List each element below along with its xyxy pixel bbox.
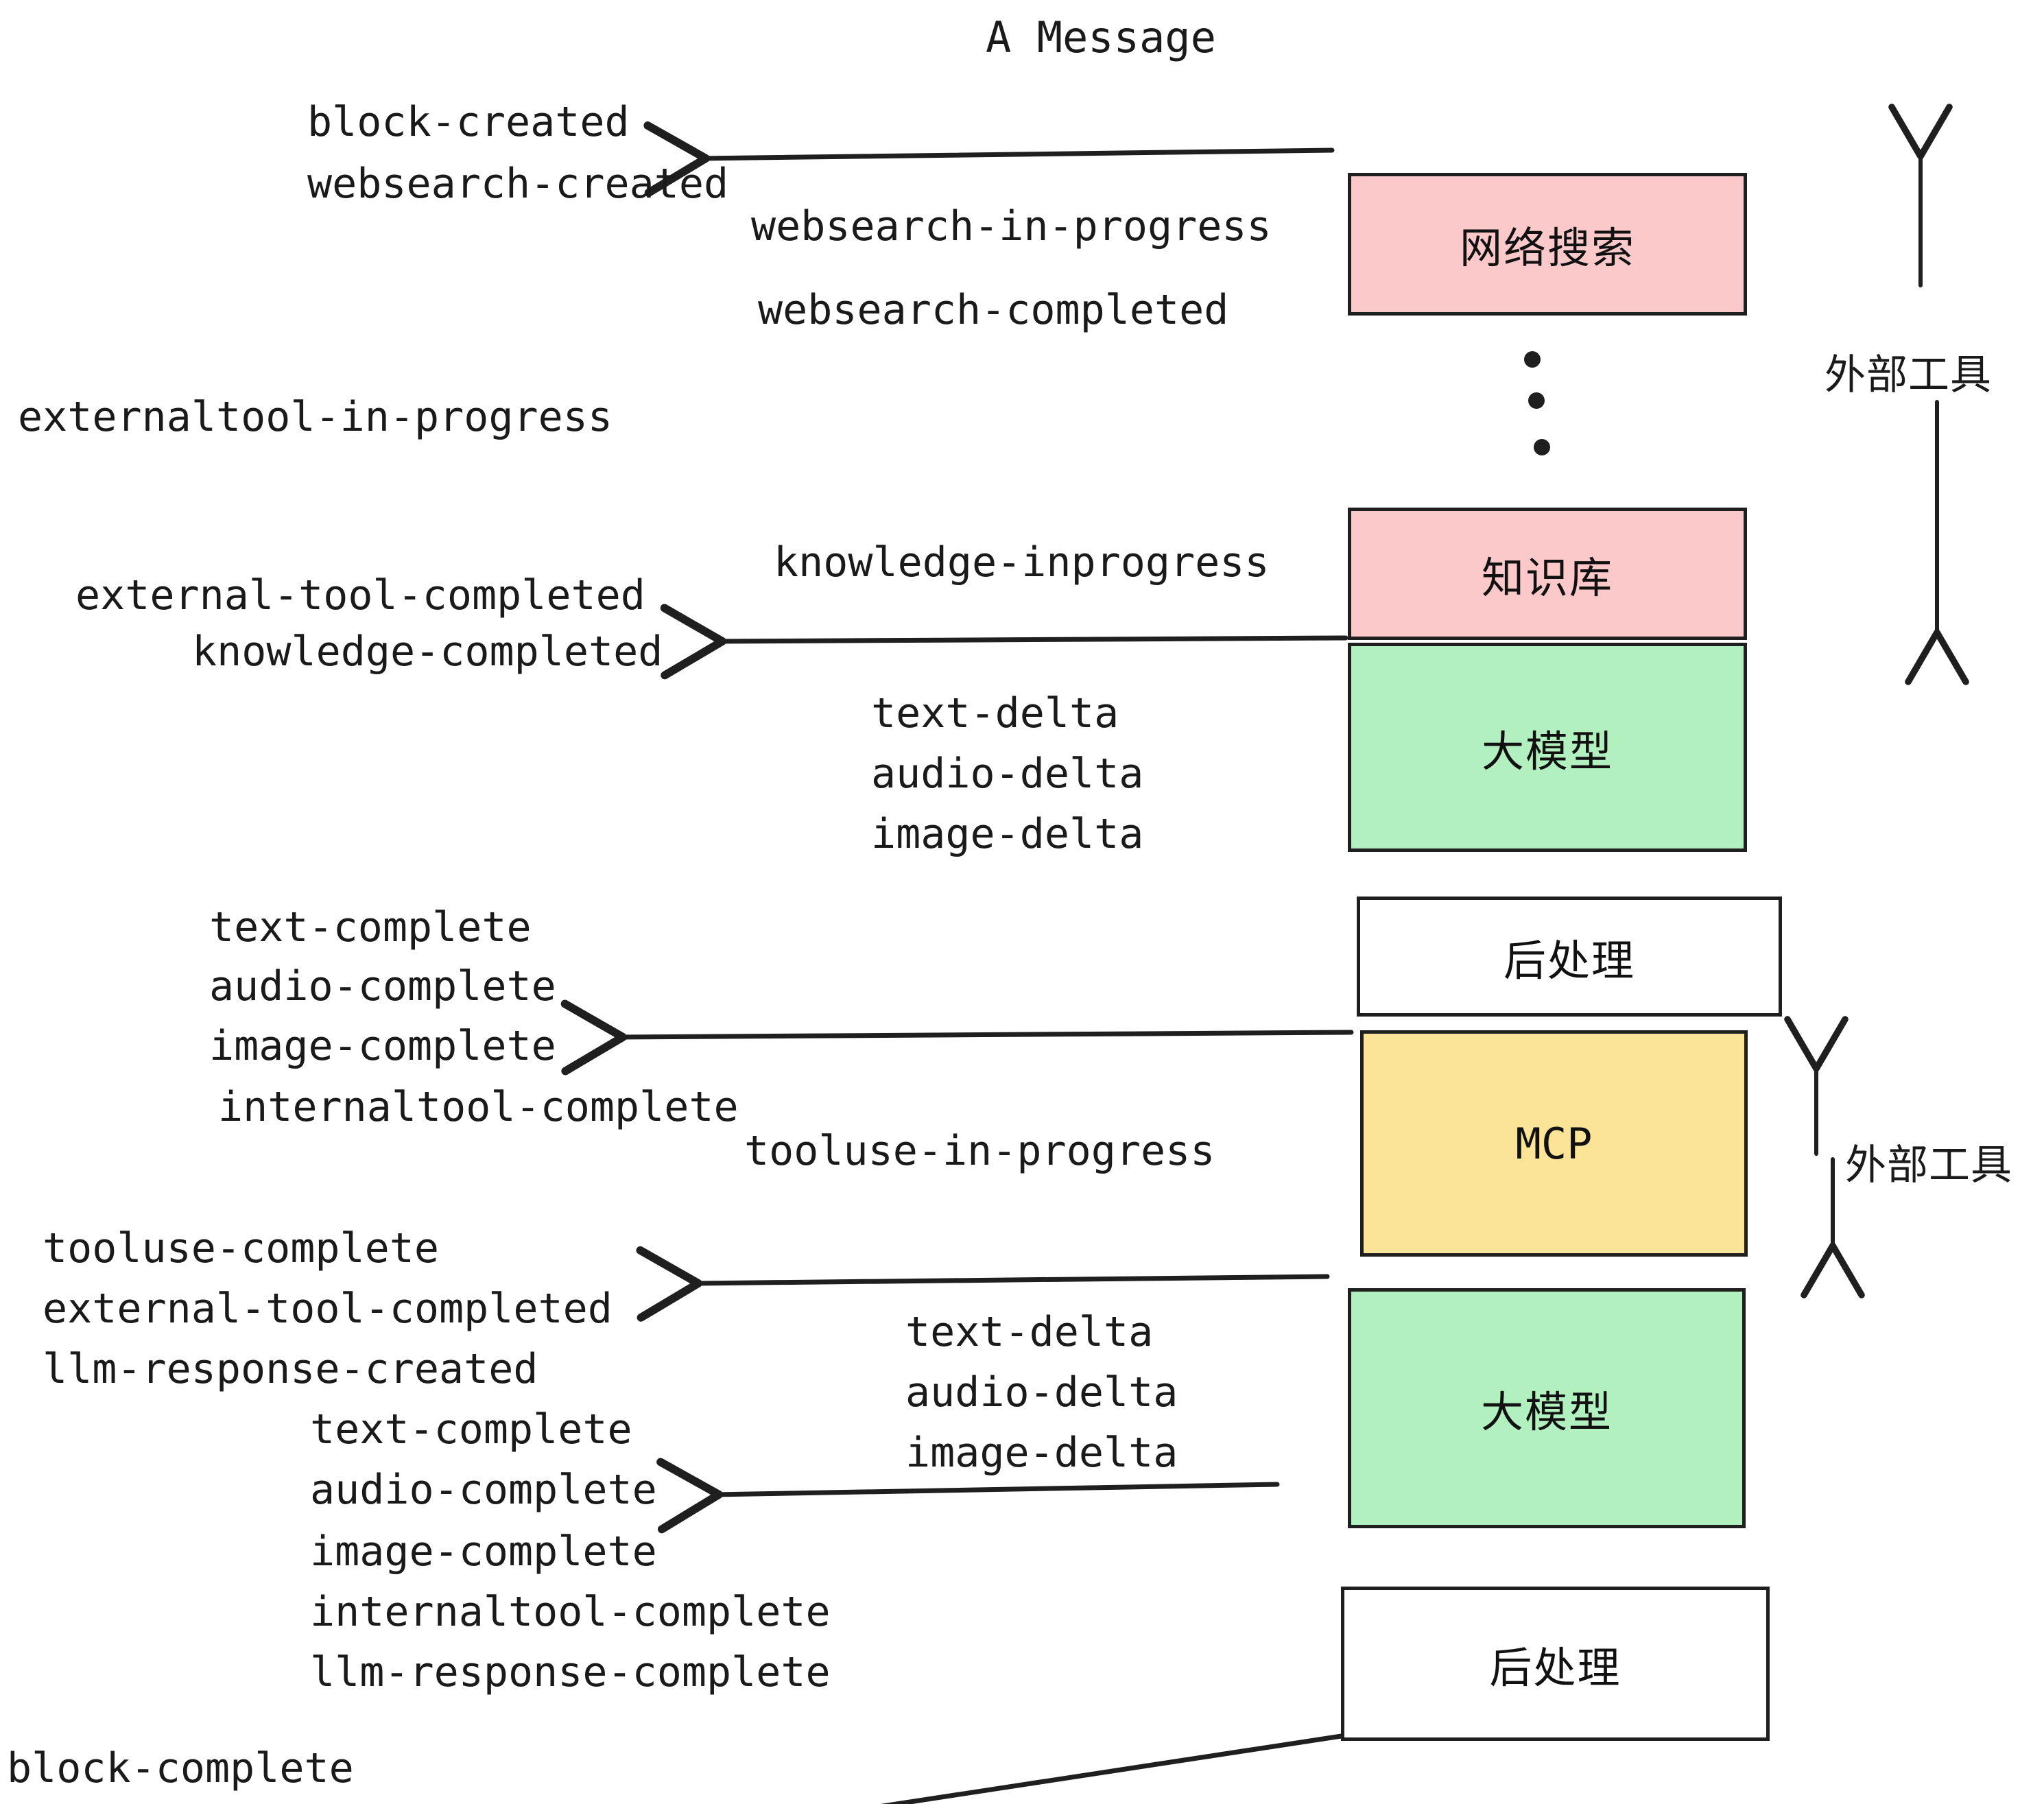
- event-llm-response-complete: llm-response-complete: [310, 1648, 831, 1696]
- node-label: 大模型: [1481, 726, 1613, 776]
- ellipsis-dot: [1534, 439, 1550, 455]
- node-label: MCP: [1515, 1118, 1593, 1169]
- event-tooluse-complete: tooluse-complete: [43, 1224, 439, 1272]
- arrow-websearch-to-block-created: [643, 121, 1335, 197]
- node-llm-first[interactable]: 大模型: [1348, 643, 1747, 852]
- arrow-knowledge-to-knowledge-completed: [660, 604, 1348, 680]
- group-label-text: 外部工具: [1825, 351, 1992, 399]
- arrow-mcp-to-tooluse-complete: [636, 1246, 1330, 1322]
- node-label: 网络搜索: [1459, 223, 1635, 273]
- event-internaltool-complete-first: internaltool-complete: [218, 1083, 739, 1131]
- event-audio-complete-first: audio-complete: [209, 962, 556, 1010]
- node-knowledge[interactable]: 知识库: [1348, 508, 1747, 640]
- event-external-tool-completed-second: external-tool-completed: [43, 1285, 613, 1333]
- event-image-delta-second: image-delta: [905, 1429, 1178, 1477]
- event-audio-delta-first: audio-delta: [871, 750, 1144, 798]
- event-block-complete: block-complete: [7, 1744, 354, 1792]
- event-audio-delta-second: audio-delta: [905, 1368, 1178, 1416]
- event-knowledge-completed: knowledge-completed: [192, 628, 663, 676]
- arrow-post1-to-image-complete: [560, 999, 1354, 1076]
- node-label: 大模型: [1480, 1387, 1613, 1437]
- arrow-llm2-to-audio-complete: [656, 1458, 1280, 1534]
- page-title: A Message: [986, 12, 1216, 62]
- event-tooluse-in-progress: tooluse-in-progress: [744, 1127, 1215, 1175]
- group-label-text: 外部工具: [1845, 1141, 2012, 1189]
- event-knowledge-inprogress: knowledge-inprogress: [774, 538, 1270, 586]
- event-websearch-in-progress: websearch-in-progress: [751, 202, 1272, 250]
- group-label-external-tools-bottom: 外部工具: [1845, 1132, 2012, 1191]
- event-externaltool-in-progress: externaltool-in-progress: [18, 393, 613, 441]
- node-postprocess-second[interactable]: 后处理: [1341, 1587, 1770, 1741]
- node-websearch[interactable]: 网络搜索: [1348, 173, 1747, 316]
- event-internaltool-complete-second: internaltool-complete: [310, 1588, 831, 1636]
- node-llm-second[interactable]: 大模型: [1348, 1288, 1746, 1528]
- node-mcp[interactable]: MCP: [1360, 1030, 1748, 1257]
- event-audio-complete-second: audio-complete: [310, 1466, 657, 1514]
- ellipsis-dot: [1528, 392, 1545, 409]
- event-text-delta-second: text-delta: [905, 1308, 1154, 1356]
- event-text-complete-first: text-complete: [209, 903, 532, 951]
- node-label: 后处理: [1489, 1642, 1621, 1693]
- event-text-delta-first: text-delta: [871, 689, 1119, 737]
- event-websearch-created: websearch-created: [307, 160, 729, 208]
- node-postprocess-first[interactable]: 后处理: [1357, 897, 1782, 1017]
- event-llm-response-created: llm-response-created: [43, 1345, 538, 1393]
- group-label-external-tools-top: 外部工具: [1825, 342, 1992, 401]
- event-external-tool-completed-first: external-tool-completed: [75, 571, 645, 619]
- event-image-complete-second: image-complete: [310, 1528, 657, 1576]
- event-text-complete-second: text-complete: [310, 1405, 632, 1453]
- event-image-complete-first: image-complete: [209, 1022, 556, 1070]
- event-websearch-completed: websearch-completed: [758, 286, 1229, 334]
- arrow-post2-to-block-complete: [880, 1733, 1348, 1804]
- node-label: 后处理: [1503, 935, 1635, 986]
- node-label: 知识库: [1481, 552, 1613, 603]
- event-block-created: block-created: [307, 98, 630, 146]
- ellipsis-dot: [1524, 351, 1541, 368]
- event-image-delta-first: image-delta: [871, 810, 1144, 858]
